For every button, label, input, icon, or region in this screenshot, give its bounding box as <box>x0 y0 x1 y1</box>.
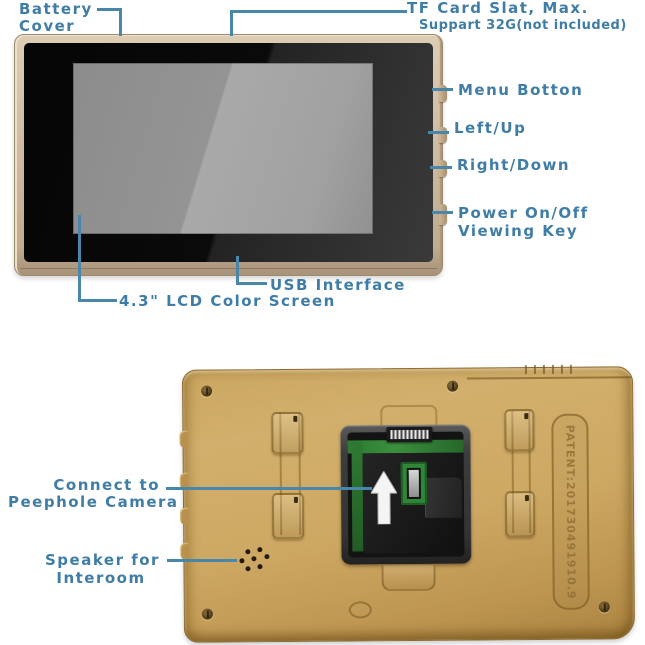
annotation-line-battery-cover <box>97 8 122 11</box>
bottom-indent <box>348 601 372 619</box>
annotation-line-speaker <box>167 559 237 562</box>
screw-icon <box>447 380 459 392</box>
annotation-line-power <box>432 211 453 214</box>
mount-clip <box>271 492 305 540</box>
side-button-bump <box>179 430 188 448</box>
screw-icon <box>201 608 213 620</box>
label-lcd-screen: 4.3" LCD Color Screen <box>119 292 336 310</box>
battery-compartment <box>340 424 472 565</box>
lcd-screen <box>73 63 373 234</box>
patent-plate: PATENT:201730491910.9 <box>551 413 590 610</box>
side-button-bump <box>180 542 189 560</box>
power-button-bump <box>439 204 447 225</box>
mount-clip <box>504 409 535 452</box>
label-usb-interface: USB Interface <box>270 276 406 294</box>
menu-button-bump <box>439 85 447 102</box>
annotation-line-lcd <box>78 299 117 302</box>
screw-icon <box>598 601 610 613</box>
patent-engraving: PATENT:201730491910.9 <box>563 424 578 600</box>
compartment-interior <box>347 431 465 558</box>
grip-ridge <box>542 364 545 374</box>
label-tf-card: TF Card Slat, Max.Suppart 32G(not includ… <box>407 0 627 33</box>
annotation-line-usb <box>236 282 267 285</box>
left-up-button-bump <box>439 127 447 143</box>
grip-ridge <box>551 364 554 374</box>
annotation-line-lcd <box>78 215 81 302</box>
screen-bezel <box>24 43 433 262</box>
annotation-line-connect <box>166 487 372 490</box>
pcb-board <box>351 440 364 552</box>
arrow-up-icon <box>370 471 398 525</box>
monitor-back-view: PATENT:201730491910.9 <box>179 364 636 643</box>
label-left-up: Left/Up <box>454 119 527 137</box>
annotation-line-left-up <box>428 131 449 134</box>
annotation-line-right-down <box>430 166 452 169</box>
speaker-grille-icon <box>183 367 632 572</box>
battery-cover-seam <box>467 376 632 380</box>
grip-ridge <box>524 365 527 375</box>
label-right-down: Right/Down <box>457 156 571 174</box>
mount-clip <box>504 491 536 538</box>
grip-ridge <box>560 364 563 374</box>
monitor-front-view <box>14 34 447 276</box>
annotation-line-battery-cover <box>119 8 122 36</box>
ribbon-cable <box>424 477 463 518</box>
side-button-bump <box>180 507 189 525</box>
camera-cable-socket <box>400 461 428 506</box>
screw-icon <box>201 385 213 397</box>
label-menu-button: Menu Botton <box>458 81 584 99</box>
mount-clip <box>271 411 304 455</box>
annotation-line-tf-card <box>230 10 407 13</box>
ribbon-connector <box>386 426 433 443</box>
grip-ridge <box>569 364 572 374</box>
annotation-line-menu <box>432 88 453 91</box>
cover-release-tab <box>381 564 436 592</box>
grip-ridge <box>533 364 536 375</box>
annotation-line-tf-card <box>230 10 233 36</box>
annotation-line-usb <box>236 256 239 285</box>
